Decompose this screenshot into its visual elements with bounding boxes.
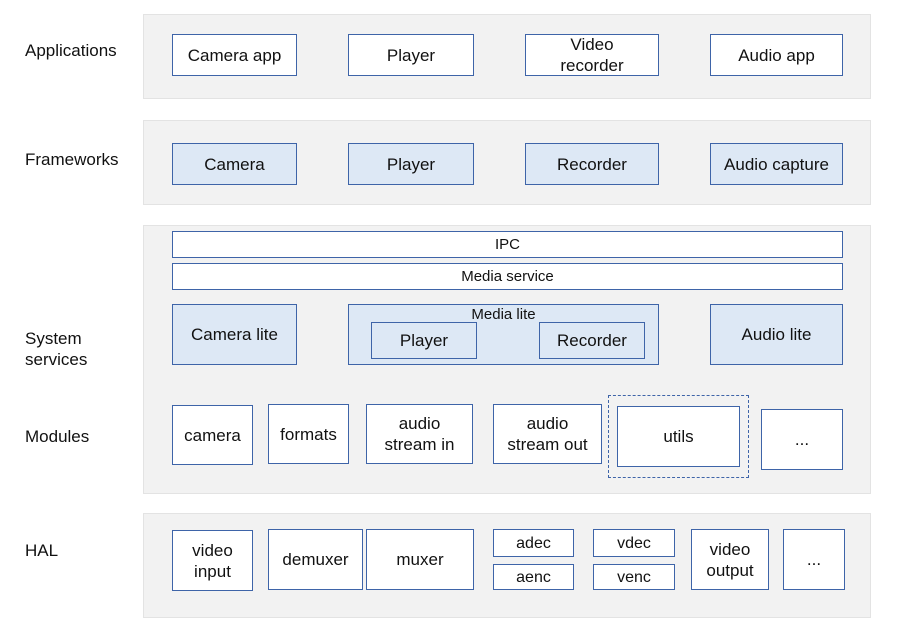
framework-box-camera: Camera xyxy=(172,143,297,185)
module-box-audio-stream-out: audio stream out xyxy=(493,404,602,464)
hal-box-aenc: aenc xyxy=(493,564,574,590)
hal-box-more: ... xyxy=(783,529,845,590)
module-box-formats: formats xyxy=(268,404,349,464)
app-box-player: Player xyxy=(348,34,474,76)
hal-box-adec: adec xyxy=(493,529,574,557)
utils-dashed-frame xyxy=(608,395,749,478)
layer-label-system-services: System services xyxy=(25,329,88,369)
layer-label-hal: HAL xyxy=(25,541,59,560)
framework-box-audio-capture: Audio capture xyxy=(710,143,843,185)
app-box-video-recorder: Video recorder xyxy=(525,34,659,76)
media-lite-recorder-box: Recorder xyxy=(539,322,645,359)
layer-label-applications: Applications xyxy=(25,41,117,60)
module-box-utils: utils xyxy=(617,406,740,467)
layer-label-modules: Modules xyxy=(25,427,90,446)
module-box-more: ... xyxy=(761,409,843,470)
hal-box-video-output: video output xyxy=(691,529,769,590)
media-service-bar: Media service xyxy=(172,263,843,290)
hal-box-video-input: video input xyxy=(172,530,253,591)
hal-box-demuxer: demuxer xyxy=(268,529,363,590)
framework-box-player: Player xyxy=(348,143,474,185)
module-box-camera: camera xyxy=(172,405,253,465)
framework-box-recorder: Recorder xyxy=(525,143,659,185)
module-box-audio-stream-in: audio stream in xyxy=(366,404,473,464)
app-box-audio-app: Audio app xyxy=(710,34,843,76)
hal-box-venc: venc xyxy=(593,564,675,590)
audio-lite-box: Audio lite xyxy=(710,304,843,365)
camera-lite-box: Camera lite xyxy=(172,304,297,365)
ipc-bar: IPC xyxy=(172,231,843,258)
media-lite-title: Media lite xyxy=(471,306,536,323)
layer-label-frameworks: Frameworks xyxy=(25,150,119,169)
hal-box-muxer: muxer xyxy=(366,529,474,590)
hal-box-vdec: vdec xyxy=(593,529,675,557)
media-lite-player-box: Player xyxy=(371,322,477,359)
app-box-camera-app: Camera app xyxy=(172,34,297,76)
